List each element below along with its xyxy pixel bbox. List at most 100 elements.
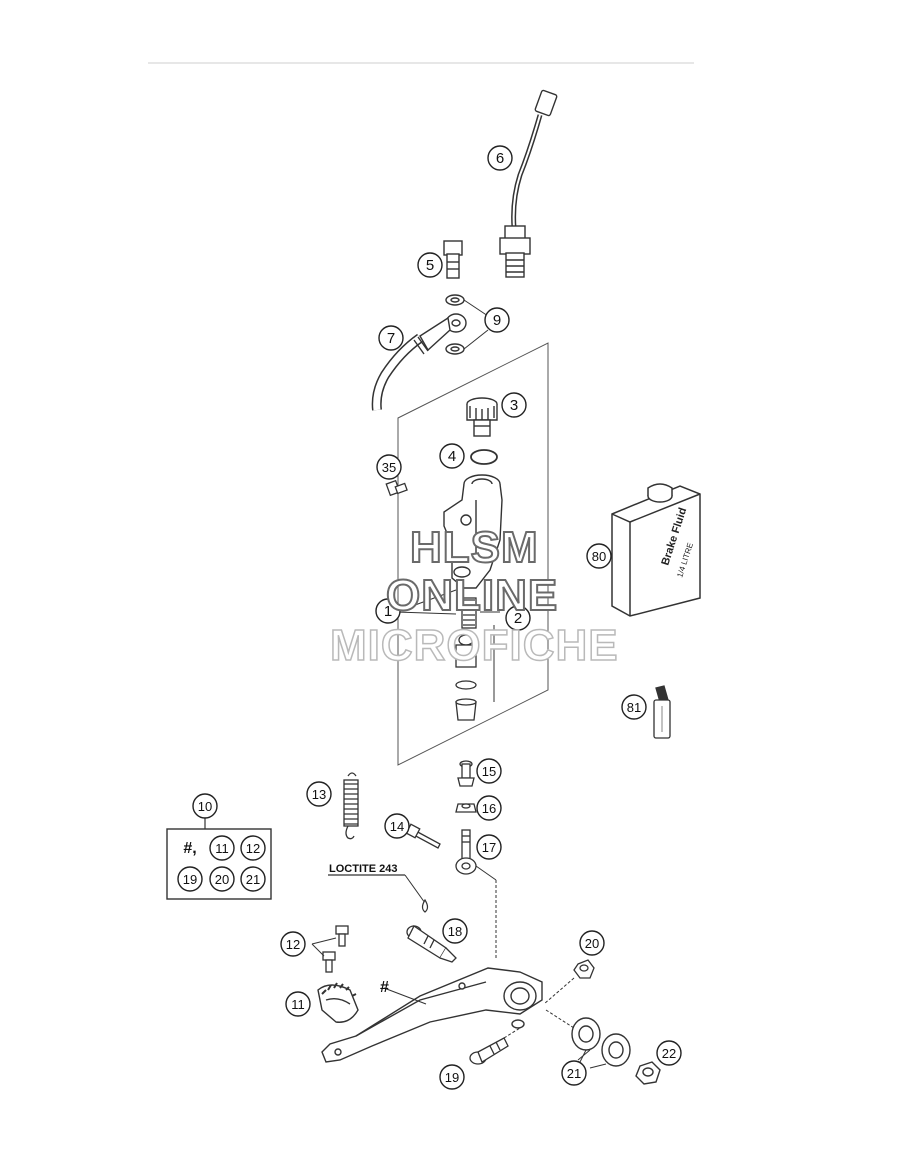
callout-number: 14 xyxy=(390,819,404,834)
kit-item-label: 21 xyxy=(246,872,260,887)
reservoir-plug xyxy=(466,397,498,437)
sealing-washers xyxy=(445,294,489,355)
callout-number: 6 xyxy=(496,150,504,167)
callout-number: 19 xyxy=(445,1070,459,1085)
callout-number: 18 xyxy=(448,924,462,939)
loctite-tube xyxy=(653,685,671,739)
callout-number: 35 xyxy=(382,460,396,475)
kit-item-circle xyxy=(240,835,266,861)
kit-item-circle xyxy=(209,866,235,892)
pedal-stop-bolt xyxy=(469,1027,521,1065)
callout-number: 80 xyxy=(592,549,606,564)
kit-item-label: 19 xyxy=(183,872,197,887)
kit-item-label: #, xyxy=(183,840,196,857)
mounting-screw xyxy=(385,479,408,497)
o-ring xyxy=(470,449,498,465)
callout-circle xyxy=(487,145,513,171)
callout-13: 13 xyxy=(306,781,332,807)
pedal-hash-label: # xyxy=(380,979,389,996)
callout-10: 10 xyxy=(192,793,218,819)
brake-hose xyxy=(371,313,467,411)
callout-circle xyxy=(439,443,465,469)
callout-number: 22 xyxy=(662,1046,676,1061)
callout-number: 9 xyxy=(493,312,501,329)
kit-item-label: 11 xyxy=(215,841,229,856)
callout-21: 21 xyxy=(561,1060,587,1086)
callout-circle xyxy=(501,392,527,418)
callout-circle xyxy=(442,918,468,944)
piston-kit xyxy=(455,597,500,721)
callout-12: 12 xyxy=(280,931,306,957)
banjo-bolt xyxy=(443,240,463,279)
callout-circle xyxy=(417,252,443,278)
callout-number: 2 xyxy=(514,610,522,627)
callout-circle xyxy=(476,758,502,784)
callout-11: 11 xyxy=(285,991,311,1017)
callout-14: 14 xyxy=(384,813,410,839)
loctite-leader xyxy=(404,874,426,904)
brake-pedal-lever xyxy=(321,967,543,1063)
kit-item: 12 xyxy=(240,835,266,861)
callout-circle xyxy=(561,1060,587,1086)
callout-number: 11 xyxy=(291,997,305,1012)
callout-1: 1 xyxy=(375,598,401,624)
callout-number: 13 xyxy=(312,787,326,802)
pivot-bolt xyxy=(406,925,457,963)
callout-number: 1 xyxy=(384,603,392,620)
callout-number: 10 xyxy=(198,799,212,814)
cylinder-group-outline xyxy=(397,342,549,766)
callout-circle xyxy=(621,694,647,720)
callout-9: 9 xyxy=(484,307,510,333)
pushrod-assembly xyxy=(405,760,497,960)
pivot-bearings xyxy=(545,1009,661,1085)
callout-4: 4 xyxy=(439,443,465,469)
callout-35: 35 xyxy=(376,454,402,480)
master-cylinder-body xyxy=(443,474,503,589)
callout-number: 21 xyxy=(567,1066,581,1081)
callout-circle xyxy=(375,598,401,624)
kit-box-contents: #, 11 12 19 20 21 xyxy=(177,835,266,892)
callout-circle xyxy=(192,793,218,819)
brake-pedal-screws xyxy=(311,925,349,973)
callout-18: 18 xyxy=(442,918,468,944)
callout-circle xyxy=(476,795,502,821)
callout-circle xyxy=(579,930,605,956)
kit-item-circle xyxy=(177,866,203,892)
callout-22: 22 xyxy=(656,1040,682,1066)
callout-circle xyxy=(586,543,612,569)
kit-item: 20 xyxy=(209,866,235,892)
callout-number: 16 xyxy=(482,801,496,816)
kit-item-circle xyxy=(209,835,235,861)
loctite-drop xyxy=(421,898,429,913)
callout-number: 17 xyxy=(482,840,496,855)
callout-19: 19 xyxy=(439,1064,465,1090)
kit-item-circle xyxy=(240,866,266,892)
return-spring xyxy=(343,772,359,840)
callout-circle xyxy=(476,834,502,860)
kit-item: 19 xyxy=(177,866,203,892)
callout-circle xyxy=(378,325,404,351)
callout-7: 7 xyxy=(378,325,404,351)
callout-number: 7 xyxy=(387,330,395,347)
callout-circle xyxy=(484,307,510,333)
callout-circle xyxy=(439,1064,465,1090)
pedal-step-plate xyxy=(317,982,359,1023)
kit-item-label: 20 xyxy=(215,872,229,887)
kit-item: 11 xyxy=(209,835,235,861)
callout-number: 15 xyxy=(482,764,496,779)
callout-circle xyxy=(384,813,410,839)
callout-number: 4 xyxy=(448,448,456,465)
callout-circle xyxy=(656,1040,682,1066)
watermark-line2: ONLINE xyxy=(385,570,559,621)
callout-circle xyxy=(285,991,311,1017)
kit-item-label: 12 xyxy=(246,841,260,856)
callout-number: 12 xyxy=(286,937,300,952)
callout-number: 20 xyxy=(585,936,599,951)
callout-2: 2 xyxy=(505,605,531,631)
callout-15: 15 xyxy=(476,758,502,784)
callout-16: 16 xyxy=(476,795,502,821)
loctite-label: LOCTITE 243 xyxy=(329,863,397,875)
callout-number: 5 xyxy=(426,257,434,274)
